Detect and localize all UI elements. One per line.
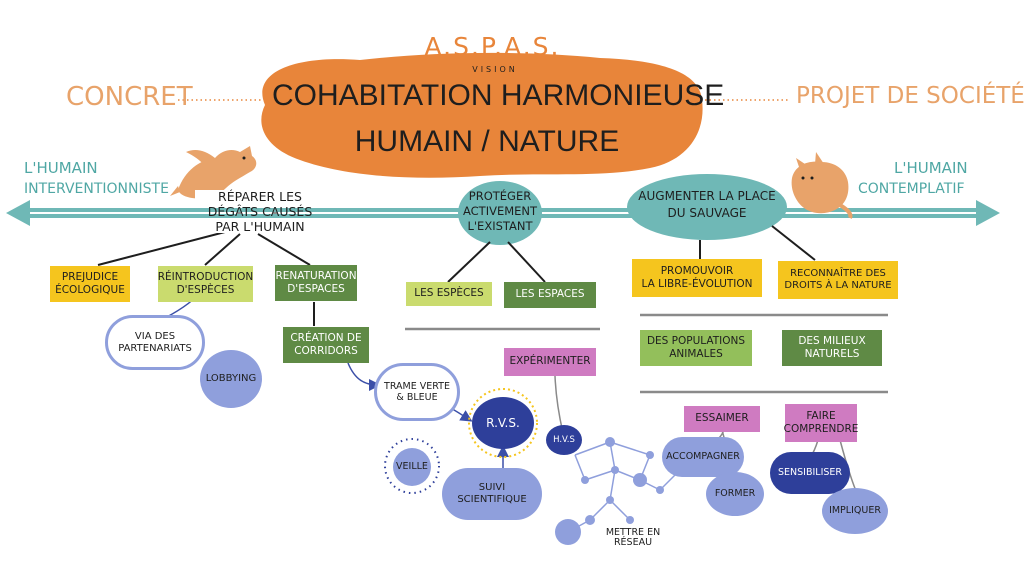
faire-line2: COMPRENDRE (783, 423, 859, 435)
hvs-label: H.V.S (553, 434, 575, 445)
populations-line1: DES POPULATIONS (646, 334, 746, 347)
protect-title-line3: L'EXISTANT (467, 219, 533, 233)
title-cloud (261, 52, 703, 178)
rvs-halo (468, 388, 538, 458)
lobbying-bubble: LOBBYING (200, 350, 262, 408)
milieux-line2: NATURELS (804, 348, 860, 360)
protect-title-line2: ACTIVEMENT (462, 204, 538, 218)
accompagner-label: ACCOMPAGNER (666, 451, 740, 463)
populations-line2: ANIMALES (669, 348, 723, 360)
populations-box: DES POPULATIONS ANIMALES (640, 330, 752, 366)
veille-bubble: VEILLE (393, 448, 431, 486)
prejudice-line2: ÉCOLOGIQUE (55, 284, 125, 296)
axis-right-line2: CONTEMPLATIF (858, 181, 965, 197)
reintroduction-box: RÉINTRODUCTION D'ESPÈCES (158, 266, 253, 302)
especes-label: LES ESPÈCES (414, 287, 484, 300)
experimenter-label: EXPÉRIMENTER (509, 355, 591, 368)
reseau-line1: METTRE EN (605, 527, 661, 538)
title-line1: COHABITATION HARMONIEUSE (272, 79, 725, 112)
renaturation-box: RENATURATION D'ESPACES (275, 265, 357, 301)
prejudice-box: PREJUDICE ÉCOLOGIQUE (50, 266, 130, 302)
renat-line2: D'ESPACES (287, 283, 345, 295)
promouvoir-box: PROMOUVOIR LA LIBRE-ÉVOLUTION (632, 259, 762, 297)
milieux-line1: DES MILIEUX (798, 334, 866, 347)
protect-ellipse (458, 181, 542, 245)
suivi-line2: SCIENTIFIQUE (457, 494, 527, 505)
trame-line1: TRAME VERTE (384, 380, 450, 392)
impliquer-label: IMPLIQUER (829, 505, 881, 517)
right-pole-label: PROJET DE SOCIÉTÉ (796, 83, 1024, 109)
faire-line1: FAIRE (806, 409, 836, 422)
essaimer-label: ESSAIMER (695, 412, 749, 425)
former-bubble: FORMER (706, 472, 764, 516)
reseau-line2: RÉSEAU (613, 536, 653, 548)
corridors-line2: CORRIDORS (294, 345, 358, 357)
former-label: FORMER (714, 488, 756, 500)
rvs-bubble: R.V.S. (472, 397, 534, 449)
corridors-box: CRÉATION DE CORRIDORS (283, 327, 369, 363)
espaces-label: LES ESPACES (515, 288, 585, 301)
suivi-line1: SUIVI (478, 482, 506, 493)
trame-line2: & BLEUE (396, 392, 438, 403)
especes-box: LES ESPÈCES (406, 282, 492, 306)
wildcat-icon (791, 152, 853, 219)
axis-left-line2: INTERVENTIONNISTE (24, 181, 169, 197)
essaimer-box: ESSAIMER (684, 406, 760, 432)
faire-comprendre-box: FAIRE COMPRENDRE (783, 404, 859, 442)
trame-bubble: TRAME VERTE & BLEUE (374, 363, 460, 421)
via-line1: VIA DES (134, 330, 176, 342)
repair-title-line1: RÉPARER LES (195, 190, 325, 203)
separators (405, 313, 888, 394)
title-line2: HUMAIN / NATURE (354, 125, 620, 158)
repair-title-line2: DÉGÂTS CAUSÉS (207, 204, 313, 219)
veille-label: VEILLE (396, 461, 428, 473)
sensibiliser-label: SENSIBILISER (777, 467, 843, 479)
prejudice-line1: PREJUDICE (61, 270, 119, 283)
reseau-label: METTRE EN RÉSEAU (597, 528, 669, 548)
veille-ring (384, 438, 440, 494)
reintro-line2: D'ESPÈCES (176, 284, 235, 296)
wild-ellipse (627, 174, 787, 240)
promouvoir-line2: LA LIBRE-ÉVOLUTION (641, 278, 753, 290)
reintro-line1: RÉINTRODUCTION (157, 270, 254, 283)
partenariats-bubble: VIA DES PARTENARIATS (105, 315, 205, 370)
experimenter-box: EXPÉRIMENTER (504, 348, 596, 376)
milieux-box: DES MILIEUX NATURELS (782, 330, 882, 366)
renat-line1: RENATURATION (275, 269, 357, 282)
sensibiliser-bubble: SENSIBILISER (770, 452, 850, 494)
wild-title-line2: DU SAUVAGE (667, 206, 747, 220)
left-pole-label: CONCRET (66, 82, 193, 112)
impliquer-bubble: IMPLIQUER (822, 488, 888, 534)
network-nodes (555, 437, 664, 545)
suivi-bubble: SUIVI SCIENTIFIQUE (442, 468, 542, 520)
axis-left-line1: L'HUMAIN (24, 159, 98, 177)
droits-box: RECONNAÎTRE DES DROITS À LA NATURE (778, 261, 898, 299)
espaces-box: LES ESPACES (504, 282, 596, 308)
wild-title-line1: AUGMENTER LA PLACE (638, 189, 776, 203)
logo-subtitle: VISION (472, 65, 518, 74)
protect-title-line1: PROTÉGER (468, 189, 532, 203)
rvs-label: R.V.S. (486, 415, 520, 430)
droits-line2: DROITS À LA NATURE (784, 280, 892, 291)
droits-line1: RECONNAÎTRE DES (790, 267, 886, 279)
lobbying-label: LOBBYING (205, 373, 257, 384)
via-line2: PARTENARIATS (118, 342, 192, 354)
promouvoir-line1: PROMOUVOIR (660, 264, 734, 277)
corridors-line1: CRÉATION DE (290, 331, 362, 344)
accompagner-bubble: ACCOMPAGNER (662, 437, 744, 477)
logo-text: A.S.P.A.S. (424, 32, 561, 61)
axis-right-line1: L'HUMAIN (894, 159, 968, 177)
branch-lines (97, 225, 816, 326)
hvs-bubble: H.V.S (546, 425, 582, 455)
repair-title-line3: PAR L'HUMAIN (195, 220, 325, 233)
fox-icon (170, 146, 257, 199)
